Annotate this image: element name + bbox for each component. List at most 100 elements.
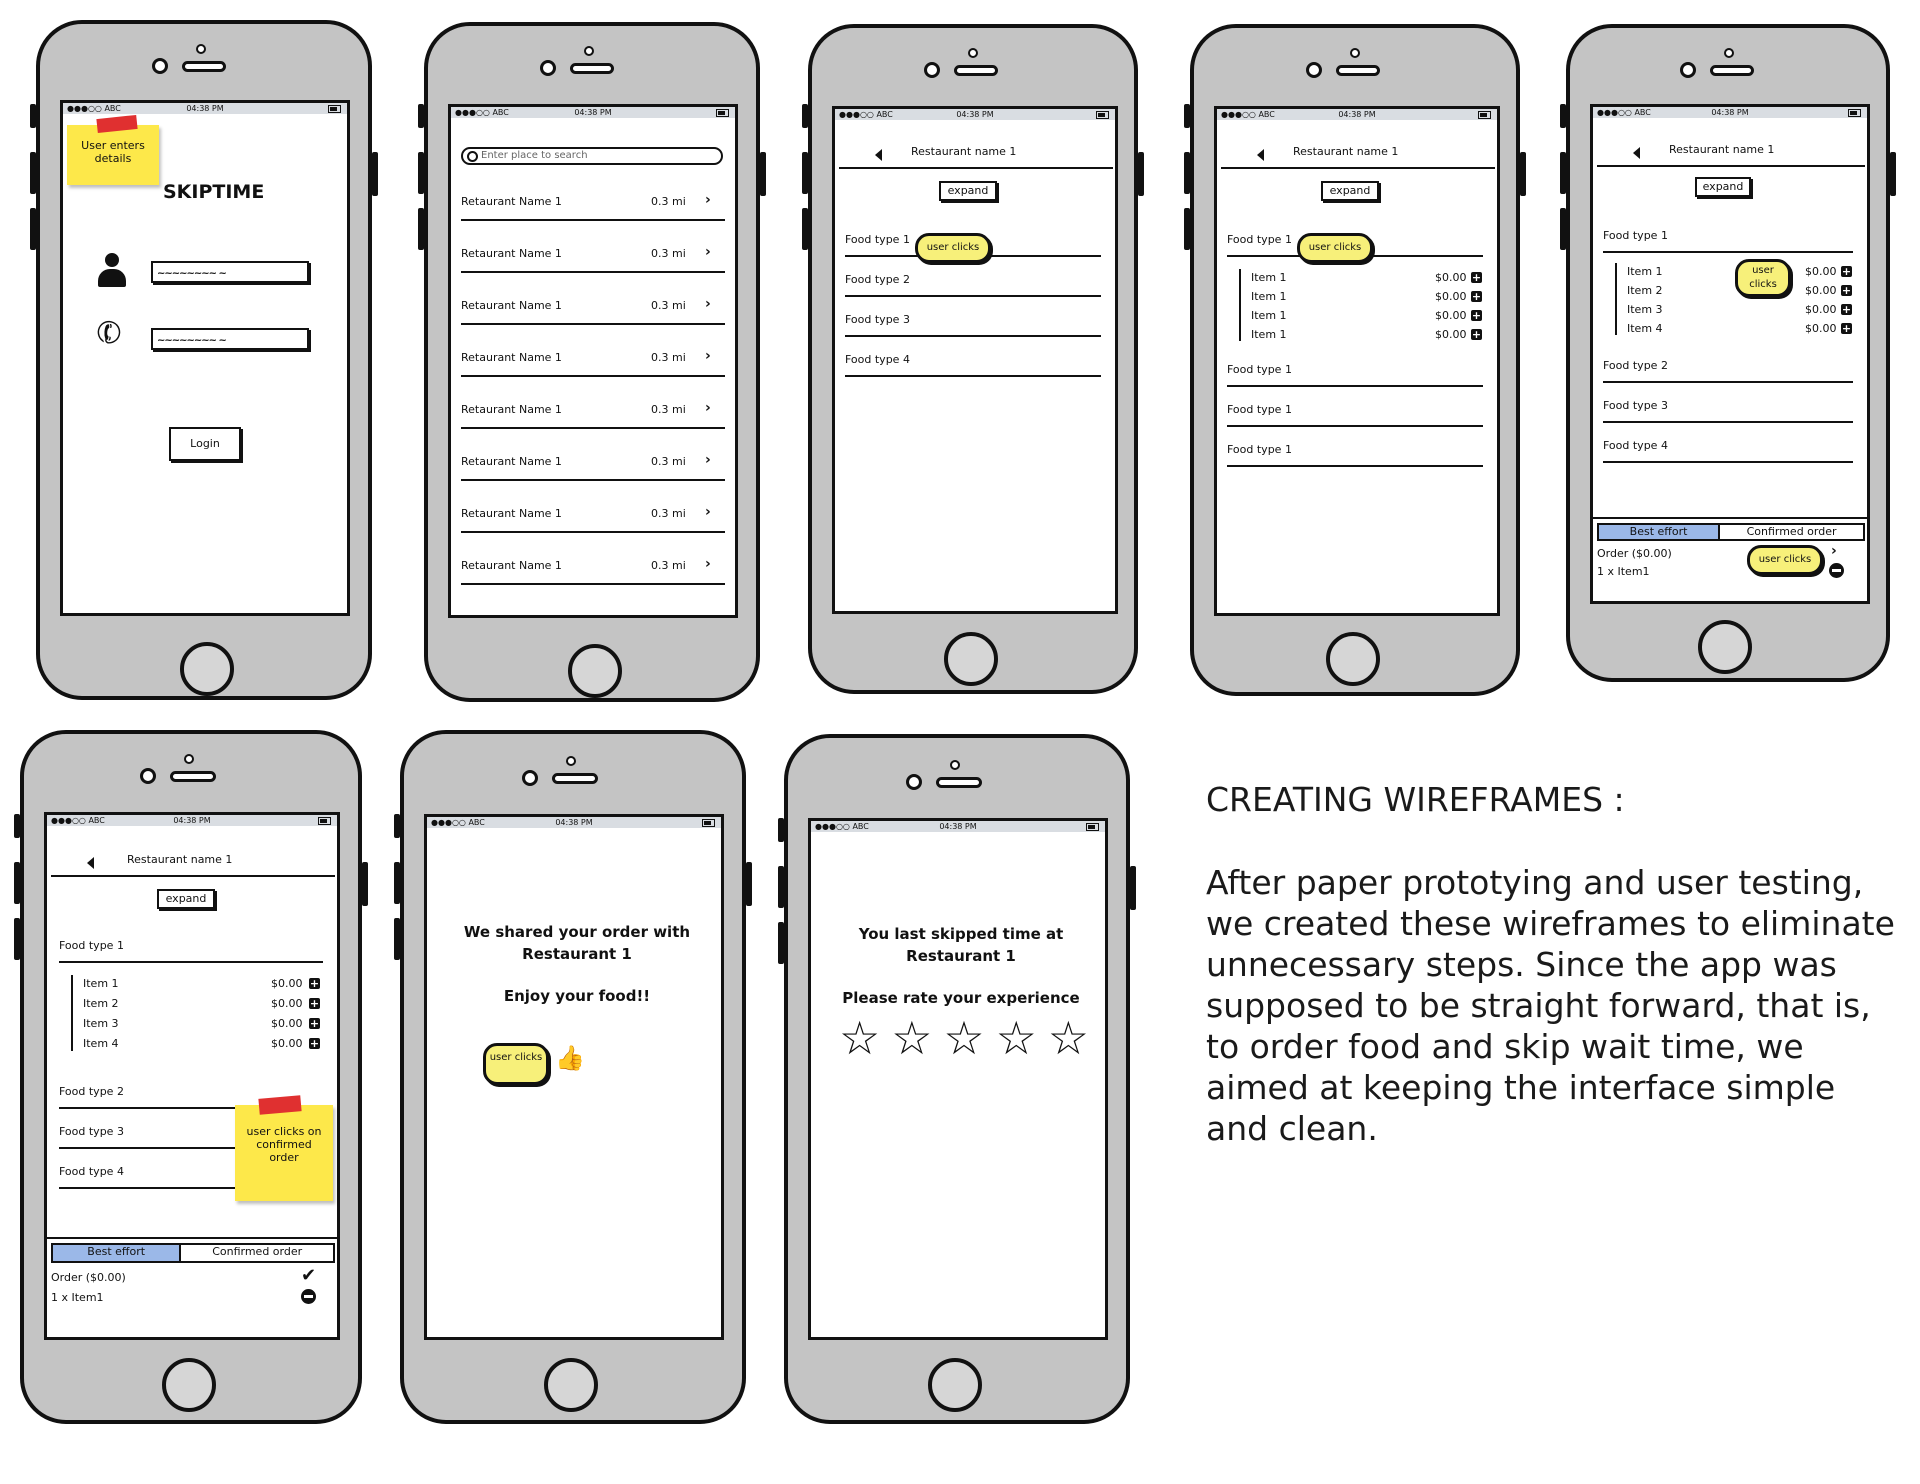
back-arrow-icon[interactable] [1633,147,1640,159]
food-type-item[interactable]: Food type 3 [1603,399,1668,412]
add-icon[interactable]: + [1471,309,1482,322]
confirmed-order-tab[interactable]: Confirmed order [212,1245,303,1258]
food-type-item[interactable]: Food type 1 [1227,403,1292,416]
back-arrow-icon[interactable] [875,149,882,161]
restaurant-name[interactable]: Retaurant Name 1 [461,299,562,312]
remove-icon[interactable] [301,1289,316,1304]
divider [1227,425,1483,427]
restaurant-name[interactable]: Retaurant Name 1 [461,351,562,364]
add-icon[interactable]: + [1841,303,1852,316]
chevron-right-icon[interactable]: › [705,556,711,572]
add-icon[interactable]: + [1471,290,1482,303]
food-type-item[interactable]: Food type 2 [59,1085,124,1098]
remove-icon[interactable] [1829,563,1844,578]
star-icon[interactable]: ☆ [891,1011,933,1065]
status-bar: ●●●○○ ABC 04:38 PM [47,815,337,826]
add-icon[interactable]: + [309,977,320,990]
power-button [372,152,378,196]
confirmed-order-tab[interactable]: Confirmed order [1746,525,1837,538]
volume-down-button [1184,208,1190,250]
food-type-item[interactable]: Food type 4 [1603,439,1668,452]
food-type-open[interactable]: Food type 1 [1227,233,1292,246]
chevron-right-icon[interactable]: › [705,400,711,416]
food-type-item[interactable]: Food type 2 [845,273,910,286]
home-button[interactable] [1698,620,1752,674]
volume-up-button [778,866,784,908]
expand-button[interactable]: expand [1695,177,1751,197]
add-icon[interactable]: + [1471,328,1482,341]
food-type-item[interactable]: Food type 1 [845,233,910,246]
restaurant-name[interactable]: Retaurant Name 1 [461,507,562,520]
search-input[interactable]: Enter place to search [461,147,723,165]
divider [839,167,1113,169]
expand-button[interactable]: expand [157,889,215,909]
home-button[interactable] [944,632,998,686]
restaurant-title: Restaurant name 1 [911,145,1017,158]
restaurant-name[interactable]: Retaurant Name 1 [461,247,562,260]
order-mode-toggle[interactable]: Best effort Confirmed order [51,1243,335,1263]
restaurant-name[interactable]: Retaurant Name 1 [461,403,562,416]
star-icon[interactable]: ☆ [995,1011,1037,1065]
food-type-item[interactable]: Food type 4 [845,353,910,366]
best-effort-tab[interactable]: Best effort [1599,525,1721,539]
volume-down-button [802,208,808,250]
food-type-item[interactable]: Food type 1 [1227,363,1292,376]
food-type-item[interactable]: Food type 1 [1227,443,1292,456]
restaurant-name[interactable]: Retaurant Name 1 [461,455,562,468]
home-button[interactable] [180,642,234,696]
star-icon[interactable]: ☆ [839,1011,881,1065]
home-button[interactable] [1326,632,1380,686]
add-icon[interactable]: + [309,997,320,1010]
home-button[interactable] [568,644,622,698]
home-button[interactable] [162,1358,216,1412]
star-rating[interactable]: ☆☆☆☆☆ [839,1015,1089,1061]
best-effort-tab[interactable]: Best effort [53,1245,182,1261]
restaurant-name[interactable]: Retaurant Name 1 [461,195,562,208]
chevron-right-icon[interactable]: › [705,192,711,208]
add-icon[interactable]: + [1841,265,1852,278]
chevron-right-icon[interactable]: › [1831,543,1837,559]
sensor [1724,48,1734,58]
divider [845,335,1101,337]
add-icon[interactable]: + [1471,271,1482,284]
chevron-right-icon[interactable]: › [705,348,711,364]
screen-login: ●●●○○ ABC 04:38 PM User enters details S… [60,100,350,616]
enjoy-text: Enjoy your food!! [503,987,651,1005]
chevron-right-icon[interactable]: › [705,244,711,260]
power-button [746,862,752,906]
back-arrow-icon[interactable] [87,857,94,869]
mute-switch [1560,104,1566,128]
expand-button[interactable]: expand [1321,181,1379,201]
chevron-right-icon[interactable]: › [705,504,711,520]
add-icon[interactable]: + [1841,284,1852,297]
food-type-open[interactable]: Food type 1 [59,939,124,952]
expand-button[interactable]: expand [939,181,997,201]
app-title: SKIPTIME [163,181,265,203]
home-button[interactable] [928,1358,982,1412]
phone-field[interactable]: ~~~~~~~~ ~ [151,328,309,350]
food-type-item[interactable]: Food type 3 [59,1125,124,1138]
food-type-item[interactable]: Food type 3 [845,313,910,326]
add-icon[interactable]: + [1841,322,1852,335]
chevron-right-icon[interactable]: › [705,296,711,312]
divider [51,875,335,877]
food-type-open[interactable]: Food type 1 [1603,229,1668,242]
add-icon[interactable]: + [309,1037,320,1050]
login-button[interactable]: Login [169,427,241,461]
food-type-item[interactable]: Food type 4 [59,1165,124,1178]
checkmark-icon: ✔ [301,1265,317,1286]
back-arrow-icon[interactable] [1257,149,1264,161]
restaurant-name[interactable]: Retaurant Name 1 [461,559,562,572]
shared-message: We shared your order with Restaurant 1 [463,923,691,963]
star-icon[interactable]: ☆ [943,1011,985,1065]
home-button[interactable] [544,1358,598,1412]
menu-item-name: Item 1 [83,977,119,990]
chevron-right-icon[interactable]: › [705,452,711,468]
thumbs-up-icon[interactable]: 👍 [555,1044,585,1072]
order-mode-toggle[interactable]: Best effort Confirmed order [1597,523,1865,541]
star-icon[interactable]: ☆ [1047,1011,1089,1065]
add-icon[interactable]: + [309,1017,320,1030]
food-type-item[interactable]: Food type 2 [1603,359,1668,372]
phone-3-menu: ●●●○○ ABC 04:38 PM Restaurant name 1 exp… [808,24,1138,694]
name-field[interactable]: ~~~~~~~~ ~ [151,261,309,283]
